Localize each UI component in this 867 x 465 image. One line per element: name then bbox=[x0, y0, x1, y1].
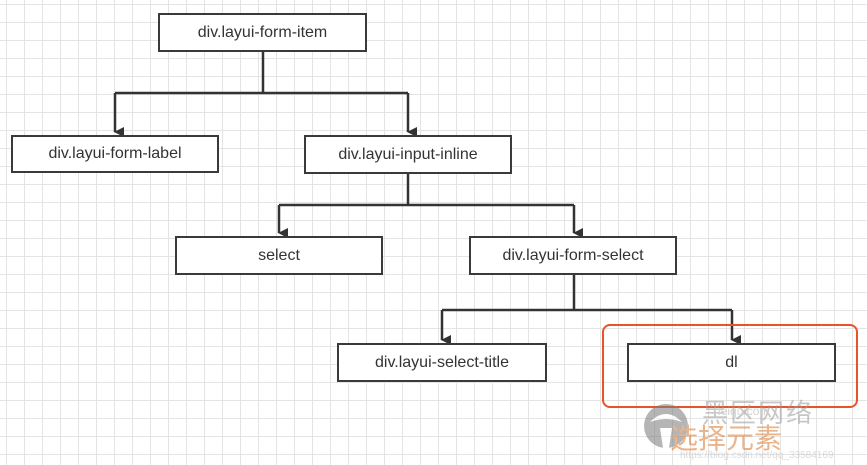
watermark-url: heiqu.com bbox=[714, 404, 770, 418]
node-select: select bbox=[175, 236, 383, 275]
watermark-small-text: https://blog.csdn.net/qq_33584169 bbox=[680, 450, 834, 461]
highlight-box bbox=[602, 324, 858, 408]
watermark-site-name: 黑区网络 bbox=[702, 399, 815, 429]
node-dl: dl bbox=[627, 343, 836, 382]
watermark: 黑区网络 heiqu.com 选择元素 https://blog.csdn.ne… bbox=[636, 398, 862, 462]
node-select-title: div.layui-select-title bbox=[337, 343, 547, 382]
node-form-select: div.layui-form-select bbox=[469, 236, 677, 275]
watermark-overlay-text: 选择元素 bbox=[670, 422, 783, 455]
node-form-label: div.layui-form-label bbox=[11, 135, 219, 173]
node-form-item: div.layui-form-item bbox=[158, 13, 367, 52]
watermark-logo-icon bbox=[644, 404, 688, 448]
node-input-inline: div.layui-input-inline bbox=[304, 135, 512, 174]
